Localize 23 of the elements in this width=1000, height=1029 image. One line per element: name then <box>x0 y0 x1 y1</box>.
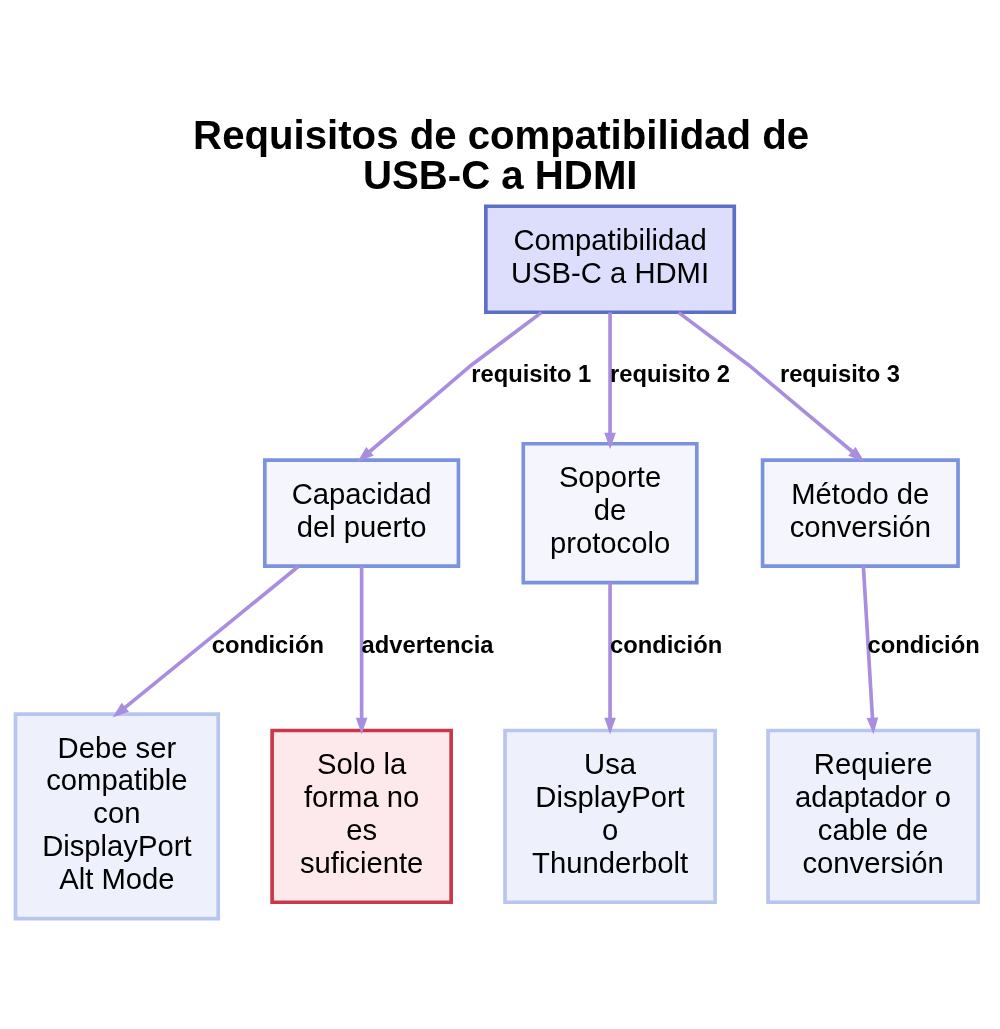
arrow <box>357 310 543 462</box>
node-box: Usa DisplayPort o Thunderbolt <box>503 728 717 904</box>
node-box: Requiere adaptador o cable de conversión <box>766 728 980 904</box>
arrow <box>604 311 616 449</box>
node-box: Compatibilidad USB-C a HDMI <box>484 203 737 314</box>
edge-label: advertencia <box>361 631 494 658</box>
arrow <box>677 310 865 462</box>
node-box: Debe ser compatible con DisplayPort Alt Mode <box>13 711 221 920</box>
diagram-title: Requisitos de compatibilidad de USB-C a HDMI <box>193 112 810 198</box>
node-box: Soporte de protocolo <box>521 441 699 584</box>
node-box: Solo la forma no es suficiente <box>270 728 453 904</box>
arrow <box>112 564 300 718</box>
edge-label: requisito 3 <box>779 360 900 387</box>
edge-label: requisito 2 <box>610 360 731 387</box>
edge-label: condición <box>867 631 980 658</box>
edge-label: condición <box>610 631 723 658</box>
arrow <box>355 565 368 734</box>
arrow <box>604 582 616 734</box>
edge-label: requisito 1 <box>471 360 592 387</box>
node-box: Capacidad del puerto <box>263 457 461 568</box>
arrow <box>861 565 879 734</box>
edge-label: condición <box>211 631 324 658</box>
node-box: Método de conversión <box>760 457 960 568</box>
